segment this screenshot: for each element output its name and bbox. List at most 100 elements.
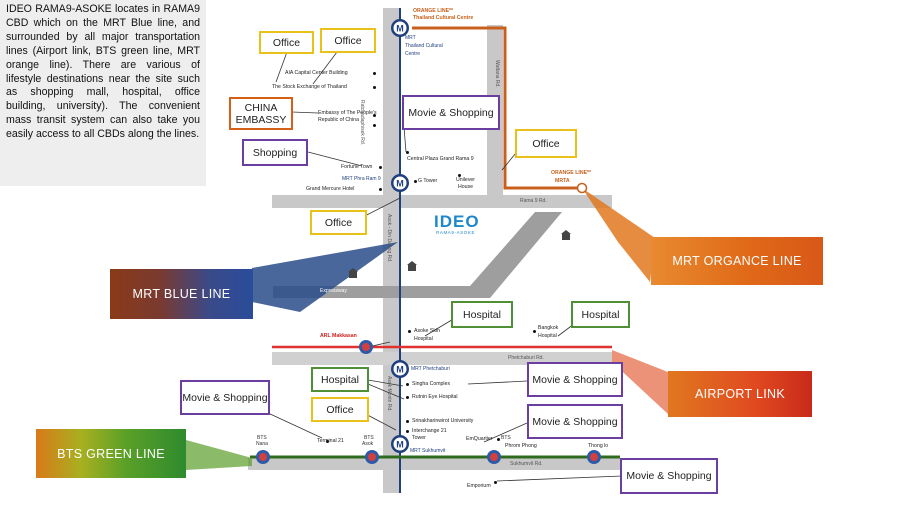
blue-banner-pointer <box>252 242 398 312</box>
arl-label: ARL Makkasan <box>320 333 357 339</box>
phetchaburi-road-label: Phetchaburi Rd. <box>508 355 544 361</box>
singha-label: Singha Complex <box>412 381 451 387</box>
poi-dot <box>414 180 417 183</box>
asoke-skin-label-1: Asoke Skin <box>414 328 440 334</box>
callout-hospital-a: Hospital <box>451 301 513 328</box>
svg-text:M: M <box>396 179 404 189</box>
poi-dot <box>373 114 376 117</box>
mrt-phetchaburi-label: MRT Phetchaburi <box>411 366 450 372</box>
terminal21-label: Terminal 21 <box>317 438 344 444</box>
poi-dot <box>406 420 409 423</box>
mrt-tcc-label-2: Thailand Cultural <box>405 43 443 49</box>
banner-bts-green-line: BTS GREEN LINE <box>36 429 186 478</box>
bts-station-icons <box>256 340 601 464</box>
green-banner-pointer <box>186 440 252 470</box>
callout-shopping: Shopping <box>242 139 308 166</box>
banner-mrt-blue-line: MRT BLUE LINE <box>110 269 253 319</box>
project-description: IDEO RAMA9-ASOKE locates in RAMA9 CBD wh… <box>0 0 206 186</box>
sukhumvit-road-label: Sukhumvit Rd. <box>510 461 543 467</box>
poi-dot <box>406 383 409 386</box>
expressway <box>273 212 562 298</box>
mrt-station-icons <box>391 19 409 453</box>
asok-din-daeng-road-label: Asok - Din Daeng Rd. <box>386 214 392 263</box>
orange-banner-pointer <box>582 188 655 282</box>
expressway-label: Expressway <box>320 288 347 294</box>
callout-office-mid: Office <box>310 210 367 235</box>
callout-movie-shopping-bottom: Movie & Shopping <box>620 458 718 494</box>
poi-dot <box>533 330 536 333</box>
mrta-station-icon <box>576 182 588 194</box>
emquartier-label: EmQuartier <box>466 436 493 442</box>
svg-text:M: M <box>396 440 404 450</box>
poi-dot <box>406 430 409 433</box>
bts-nana-label-2: Nana <box>256 441 268 447</box>
bangkok-hospital-label-1: Bangkok <box>538 325 559 331</box>
right-road-label: Wattana Rd. <box>494 60 500 88</box>
fortune-label: Fortune Town <box>341 164 373 170</box>
orange-line-right-label-1: ORANGE LINE** <box>551 170 592 176</box>
g-tower-label: G Tower <box>418 178 438 184</box>
airport-banner-pointer <box>612 350 668 414</box>
svg-text:M: M <box>396 365 404 375</box>
unilever-label-2: House <box>458 184 473 190</box>
callout-china-embassy: CHINA EMBASSY <box>229 97 293 130</box>
central-plaza-label: Central Plaza Grand Rama 9 <box>407 156 474 162</box>
building-icons <box>348 230 571 278</box>
mrt-rama9-label: MRT Phra Ram 9 <box>342 176 381 182</box>
poi-dot <box>373 86 376 89</box>
interchange-label-1: Interchange 21 <box>412 428 447 434</box>
banner-mrt-orange-line: MRT ORGANCE LINE <box>651 237 823 285</box>
ideo-logo: IDEO <box>434 212 480 231</box>
poi-dot <box>326 440 329 443</box>
poi-dot <box>373 124 376 127</box>
callout-hospital-b: Hospital <box>571 301 630 328</box>
embassy-label-1: Embassy of The People's <box>318 110 377 116</box>
poi-dot <box>406 151 409 154</box>
banner-airport-link: AIRPORT LINK <box>668 371 812 417</box>
aia-label: AIA Capital Center Building <box>285 70 348 76</box>
callout-office-b: Office <box>320 28 376 53</box>
asoke-skin-label-2: Hospital <box>414 336 433 342</box>
bts-pp-label: BTS <box>501 435 511 441</box>
unilever-label-1: Unilever <box>456 177 476 183</box>
poi-dot <box>494 481 497 484</box>
bts-nana-label-1: BTS <box>257 435 267 441</box>
callout-hospital-left: Hospital <box>311 367 369 392</box>
emporium-label: Emporium <box>467 483 491 489</box>
poi-dot <box>406 396 409 399</box>
callout-movie-shopping-right-a: Movie & Shopping <box>527 362 623 397</box>
orange-line-right-label-2: MRTA <box>555 178 570 184</box>
callout-office-low: Office <box>311 397 369 422</box>
poi-dot <box>458 174 461 177</box>
rama9-road-label: Rama 9 Rd. <box>520 198 547 204</box>
bts-asok-label-1: BTS <box>364 435 374 441</box>
bangkok-hospital-label-2: Hospital <box>538 333 557 339</box>
callout-movie-shopping-right-b: Movie & Shopping <box>527 404 623 439</box>
mrt-tcc-label-3: Centre <box>405 51 421 57</box>
svg-text:M: M <box>396 24 404 34</box>
ratchadaphisek-road-label: Ratchadaphisek Rd. <box>359 100 365 146</box>
callout-office-right: Office <box>515 129 577 158</box>
callout-movie-shopping-top: Movie & Shopping <box>402 95 500 130</box>
mrt-sukhumvit-label: MRT Sukhumvit <box>410 448 446 454</box>
set-label: The Stock Exchange of Thailand <box>272 84 347 90</box>
phetchaburi-road <box>272 352 612 365</box>
swu-label: Srinakharinwirot University <box>412 418 474 424</box>
bts-asok-label-2: Asok <box>362 441 374 447</box>
phrom-phong-label: Phrom Phong <box>505 443 537 449</box>
thailand-cultural-top-label: Thailand Cultural Centre <box>413 15 474 21</box>
poi-dot <box>373 72 376 75</box>
poi-dot <box>497 438 500 441</box>
grand-mercure-label: Grand Mercure Hotel <box>306 186 355 192</box>
mrt-tcc-label-1: MRT <box>405 35 416 41</box>
callout-office-a: Office <box>259 31 314 54</box>
rama9-road <box>272 195 612 208</box>
poi-dot <box>379 166 382 169</box>
callout-movie-shopping-left: Movie & Shopping <box>180 380 270 415</box>
poi-dot <box>408 330 411 333</box>
poi-dot <box>379 188 382 191</box>
rutnin-label: Rutnin Eye Hospital <box>412 394 458 400</box>
embassy-label-2: Republic of China <box>318 117 359 123</box>
interchange-label-2: Tower <box>412 435 426 441</box>
